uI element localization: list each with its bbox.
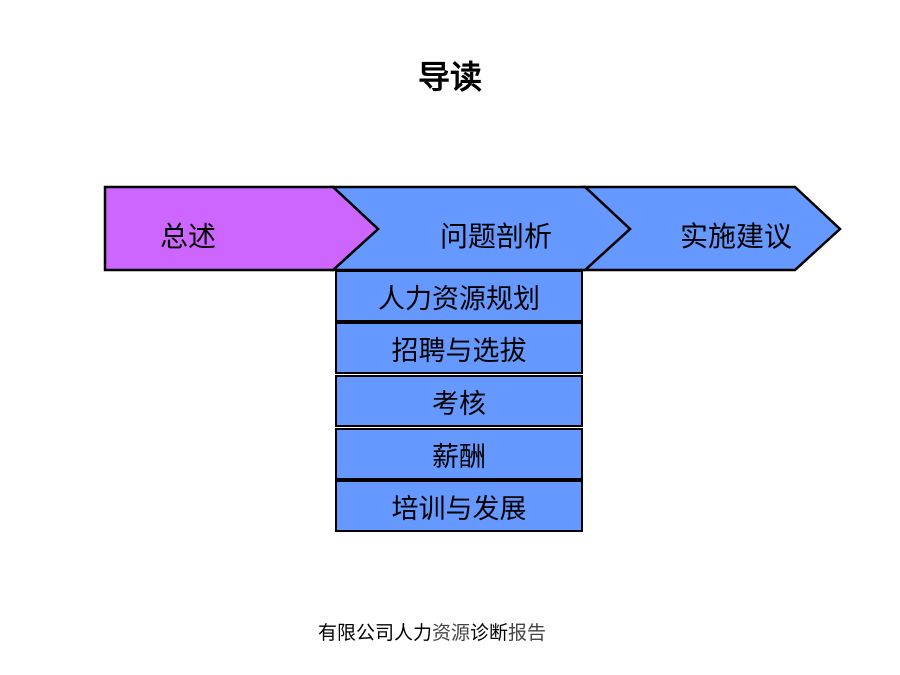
footer-text-3: 诊断 bbox=[470, 622, 509, 644]
sub-item-hr-planning: 人力资源规划 bbox=[335, 270, 583, 322]
step-label-overview: 总述 bbox=[160, 220, 217, 253]
step-arrow-1 bbox=[103, 185, 380, 272]
footer-text-2: 资源 bbox=[432, 622, 471, 644]
page-title: 导读 bbox=[417, 58, 482, 96]
sub-item-appraisal: 考核 bbox=[335, 375, 583, 427]
step-label-analysis: 问题剖析 bbox=[440, 220, 553, 253]
footer-text-1: 有限公司人力 bbox=[318, 622, 433, 644]
footer-text-4: 报告 bbox=[508, 622, 547, 644]
sub-item-compensation: 薪酬 bbox=[335, 428, 583, 480]
footer-caption: 有限公司人力资源诊断报告 bbox=[318, 620, 568, 646]
step-label-recommendation: 实施建议 bbox=[680, 220, 793, 253]
sub-item-recruitment: 招聘与选拔 bbox=[335, 322, 583, 374]
sub-item-training: 培训与发展 bbox=[335, 480, 583, 532]
